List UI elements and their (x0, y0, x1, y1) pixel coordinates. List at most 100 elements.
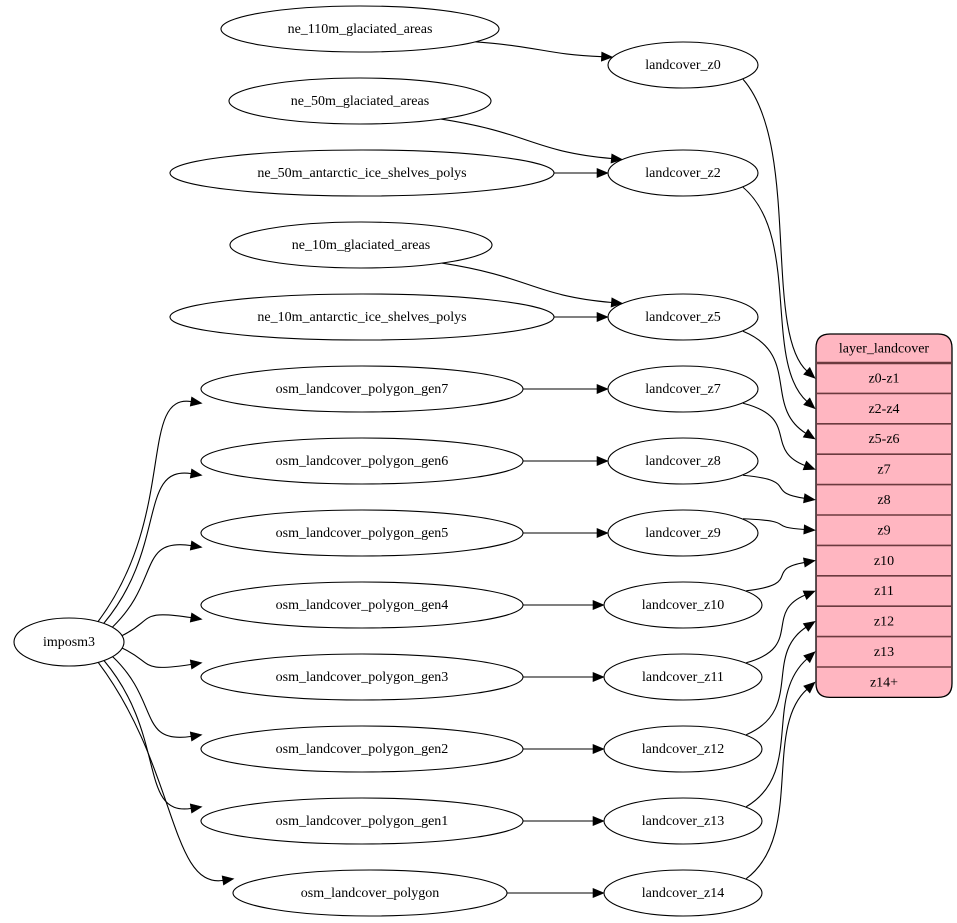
node-osm_landcover_polygon[interactable]: osm_landcover_polygon (232, 869, 508, 917)
edge-osm_landcover_polygon_gen1-to-landcover_z13 (523, 815, 605, 827)
node-osm_landcover_polygon_gen2[interactable]: osm_landcover_polygon_gen2 (200, 725, 524, 773)
node-ne_50m_glaciated_areas[interactable]: ne_50m_glaciated_areas (228, 77, 492, 125)
table-row-z14+[interactable]: z14+ (870, 675, 898, 690)
table-row-z2-z4[interactable]: z2-z4 (868, 402, 899, 417)
edge-arrowhead (189, 468, 203, 479)
node-osm_landcover_polygon_gen6[interactable]: osm_landcover_polygon_gen6 (200, 437, 524, 485)
edge-arrowhead (803, 366, 816, 379)
node-shape (228, 77, 492, 125)
node-shape (603, 869, 763, 917)
node-osm_landcover_polygon_gen5[interactable]: osm_landcover_polygon_gen5 (200, 509, 524, 557)
node-ne_10m_antarctic_ice_shelves_polys[interactable]: ne_10m_antarctic_ice_shelves_polys (169, 293, 555, 341)
edge-landcover_z10-to-layer_landcover-z10 (746, 557, 816, 592)
edge-arrowhead (596, 383, 609, 395)
node-landcover_z0[interactable]: landcover_z0 (607, 41, 759, 89)
edge-line (111, 544, 192, 628)
edge-arrowhead (596, 311, 609, 323)
edge-arrowhead (610, 297, 624, 308)
node-shape (232, 869, 508, 917)
node-label: osm_landcover_polygon_gen2 (276, 742, 449, 757)
node-ne_50m_antarctic_ice_shelves_polys[interactable]: ne_50m_antarctic_ice_shelves_polys (169, 149, 555, 197)
node-label: imposm3 (43, 635, 95, 650)
table-row-z8[interactable]: z8 (877, 493, 890, 508)
node-imposm3[interactable]: imposm3 (13, 617, 125, 667)
edge-arrowhead (592, 671, 605, 683)
node-label: osm_landcover_polygon_gen3 (276, 670, 449, 685)
node-label: landcover_z13 (642, 814, 724, 829)
table-row-z5-z6[interactable]: z5-z6 (868, 432, 899, 447)
node-label: landcover_z7 (645, 382, 720, 397)
node-landcover_z12[interactable]: landcover_z12 (603, 725, 763, 773)
node-osm_landcover_polygon_gen4[interactable]: osm_landcover_polygon_gen4 (200, 581, 524, 629)
node-landcover_z9[interactable]: landcover_z9 (607, 509, 759, 557)
edge-arrowhead (221, 875, 235, 886)
layer-landcover-table[interactable]: layer_landcoverz0-z1z2-z4z5-z6z7z8z9z10z… (815, 333, 953, 699)
node-label: ne_50m_glaciated_areas (291, 94, 429, 109)
node-landcover_z11[interactable]: landcover_z11 (603, 653, 763, 701)
edge-landcover_z9-to-layer_landcover-z9 (742, 518, 816, 535)
edge-line (742, 474, 805, 499)
node-ne_110m_glaciated_areas[interactable]: ne_110m_glaciated_areas (220, 5, 500, 53)
edge-landcover_z13-to-layer_landcover-z13 (745, 651, 816, 808)
node-landcover_z5[interactable]: landcover_z5 (607, 293, 759, 341)
edge-landcover_z11-to-layer_landcover-z11 (746, 590, 816, 664)
edge-arrowhead (803, 651, 816, 664)
edge-line (746, 594, 806, 664)
edge-arrowhead (596, 167, 609, 179)
node-label: landcover_z11 (642, 670, 724, 685)
node-landcover_z7[interactable]: landcover_z7 (607, 365, 759, 413)
node-shape (169, 293, 555, 341)
edge-imposm3-to-osm_landcover_polygon_gen2 (112, 656, 203, 742)
edge-arrowhead (610, 153, 624, 164)
node-osm_landcover_polygon_gen1[interactable]: osm_landcover_polygon_gen1 (200, 797, 524, 845)
edge-arrowhead (596, 455, 609, 467)
table-row-z13[interactable]: z13 (874, 645, 894, 660)
node-landcover_z14[interactable]: landcover_z14 (603, 869, 763, 917)
edge-line (112, 656, 192, 738)
node-shape (200, 581, 524, 629)
node-shape (229, 221, 493, 269)
table-row-z0-z1[interactable]: z0-z1 (868, 371, 899, 386)
edge-arrowhead (803, 681, 816, 694)
edge-arrowhead (592, 887, 605, 899)
node-osm_landcover_polygon_gen7[interactable]: osm_landcover_polygon_gen7 (200, 365, 524, 413)
node-shape (603, 653, 763, 701)
node-landcover_z10[interactable]: landcover_z10 (603, 581, 763, 629)
edges-layer (97, 41, 816, 899)
node-shape (607, 509, 759, 557)
node-shape (200, 725, 524, 773)
table-row-z9[interactable]: z9 (877, 523, 890, 538)
node-label: ne_50m_antarctic_ice_shelves_polys (257, 166, 466, 181)
node-landcover_z8[interactable]: landcover_z8 (607, 437, 759, 485)
edge-arrowhead (803, 557, 816, 568)
table-row-z12[interactable]: z12 (874, 615, 894, 630)
node-label: landcover_z0 (645, 58, 720, 73)
node-label: ne_10m_glaciated_areas (292, 238, 430, 253)
edge-osm_landcover_polygon_gen2-to-landcover_z12 (522, 743, 605, 755)
edge-arrowhead (592, 815, 605, 827)
edge-landcover_z14-to-layer_landcover-z14+ (745, 681, 816, 880)
table-row-z10[interactable]: z10 (874, 554, 894, 569)
node-shape (13, 617, 125, 667)
node-ne_10m_glaciated_areas[interactable]: ne_10m_glaciated_areas (229, 221, 493, 269)
node-label: osm_landcover_polygon_gen5 (276, 526, 449, 541)
edge-line (742, 78, 808, 372)
table-row-z11[interactable]: z11 (874, 584, 894, 599)
edge-arrowhead (802, 620, 816, 632)
edge-ne_10m_glaciated_areas-to-landcover_z5 (441, 262, 624, 308)
table-row-z7[interactable]: z7 (877, 463, 890, 478)
edge-arrowhead (189, 731, 203, 742)
edge-line (742, 330, 807, 434)
edge-ne_10m_antarctic_ice_shelves_polys-to-landcover_z5 (554, 311, 609, 323)
node-osm_landcover_polygon_gen3[interactable]: osm_landcover_polygon_gen3 (200, 653, 524, 701)
node-landcover_z2[interactable]: landcover_z2 (607, 149, 759, 197)
edge-imposm3-to-osm_landcover_polygon_gen4 (121, 612, 203, 637)
edge-imposm3-to-osm_landcover_polygon_gen7 (97, 396, 203, 622)
edge-osm_landcover_polygon_gen7-to-landcover_z7 (523, 383, 609, 395)
edge-line (103, 660, 192, 810)
node-landcover_z13[interactable]: landcover_z13 (603, 797, 763, 845)
edge-arrowhead (803, 524, 816, 535)
edge-osm_landcover_polygon_gen5-to-landcover_z9 (523, 527, 609, 539)
